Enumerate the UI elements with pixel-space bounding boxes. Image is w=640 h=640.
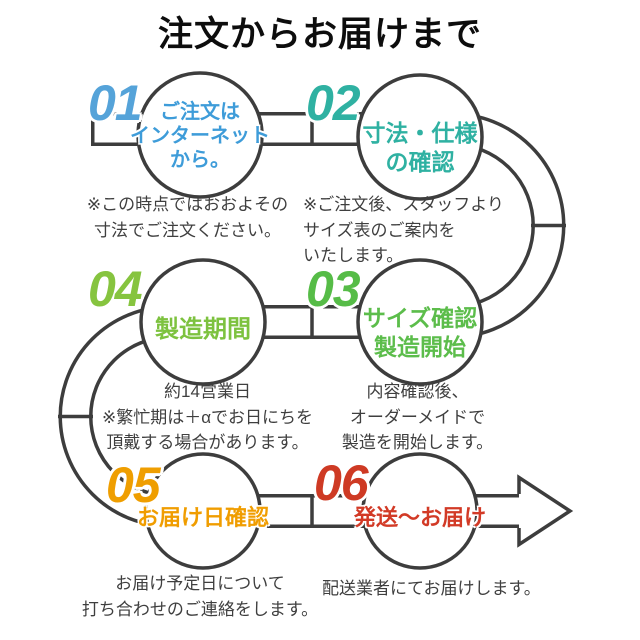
step-1-label: ご注文は インターネット から。 (130, 101, 270, 171)
step-3-label: サイズ確認 製造開始 (362, 305, 478, 360)
step-4-note: 約14営業日 ※繁忙期は＋αでお日にちを 頂戴する場合があります。 (101, 382, 314, 452)
step-4-label: 製造期間 (155, 316, 251, 343)
step-1-note: ※この時点ではおおよその 寸法でご注文ください。 (86, 195, 289, 240)
step-5-number: 05 (106, 457, 161, 513)
step-6-circle (361, 452, 479, 570)
step-2-note: ※ご注文後、スタッフより サイズ表のご案内を いたします。 (303, 195, 504, 265)
step-3-number: 03 (306, 261, 361, 317)
step-2-number: 02 (306, 75, 361, 131)
step-5-label: お届け日確認 (136, 505, 269, 530)
step-4-circle (139, 258, 267, 386)
step-4-number: 04 (88, 261, 143, 317)
step-6-note: 配送業者にてお届けします。 (322, 579, 541, 598)
step-5-circle (144, 452, 262, 570)
step-1-circle (136, 71, 264, 199)
step-3-circle (356, 258, 484, 386)
step-2-label: 寸法・仕様 の確認 (362, 120, 478, 175)
step-1-number: 01 (88, 75, 143, 131)
step-6-label: 発送〜お届け (353, 505, 486, 530)
arrow-head-fill (519, 477, 570, 545)
step-6-number: 06 (314, 455, 369, 511)
band-seams (58, 112, 566, 528)
right-arrow-icon (517, 474, 574, 548)
page-title: 注文からお届けまで (157, 15, 482, 54)
step-2-circle (356, 73, 484, 201)
step-3-note: 内容確認後、 オーダーメイドで 製造を開始します。 (341, 382, 494, 452)
step-5-note: お届け予定日について 打ち合わせのご連絡をします。 (81, 574, 319, 619)
